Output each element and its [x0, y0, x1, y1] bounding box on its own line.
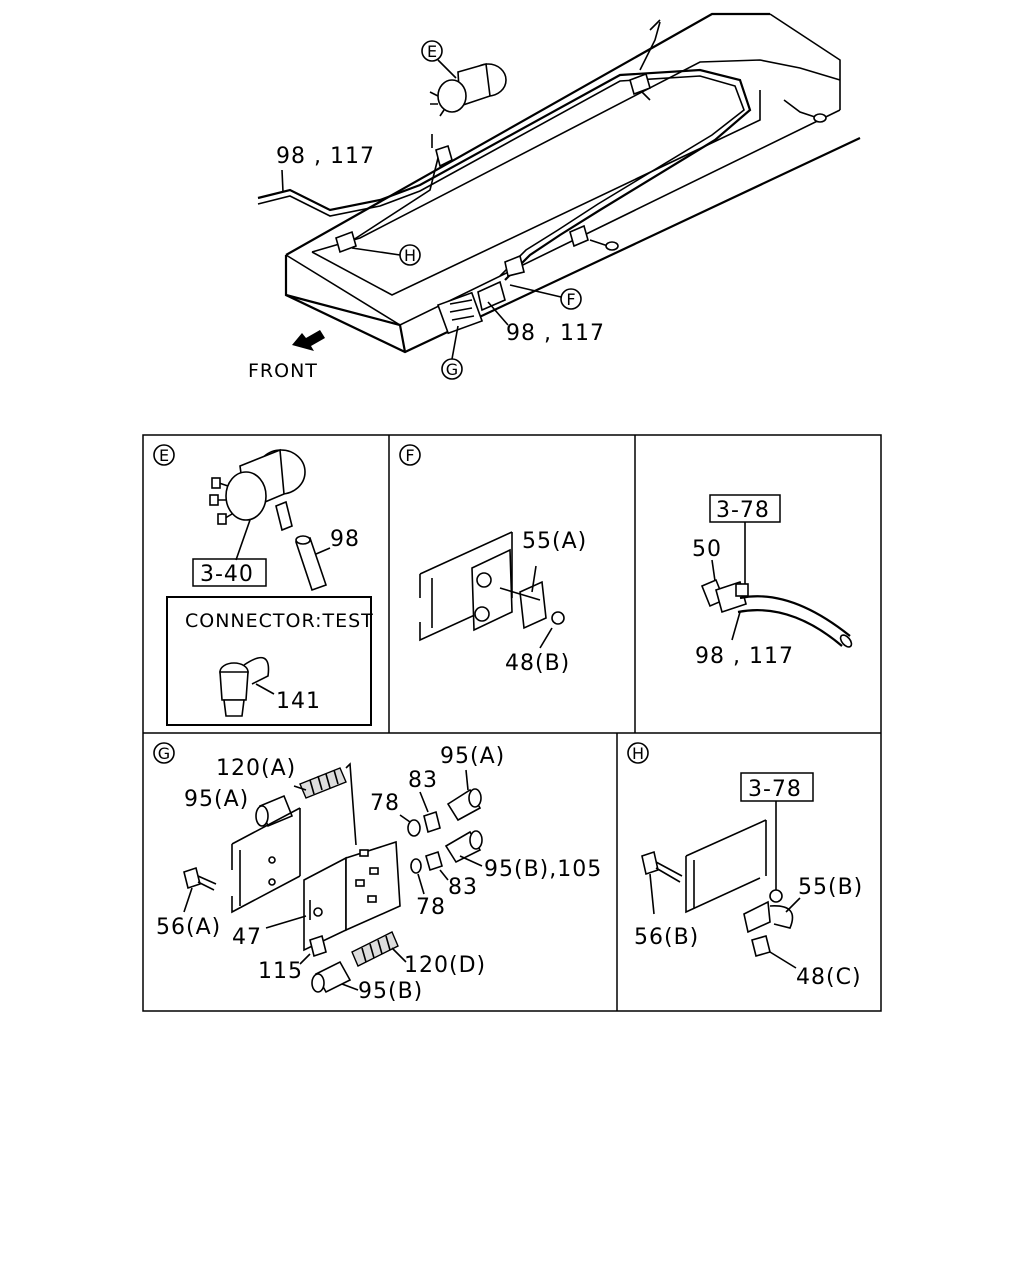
pressure-switch [429, 62, 507, 117]
panel-g: G 120(A) 95(A) 95(A) 78 83 95(B),105 [153, 742, 602, 1004]
frame-section-h [685, 819, 767, 914]
callout-e-letter: E [427, 42, 437, 61]
union-120d [351, 931, 399, 967]
fitting-95a-right [446, 788, 482, 822]
label-115: 115 [258, 959, 303, 984]
connector-test-inset: CONNECTOR:TEST 141 [166, 596, 374, 726]
union-120a [299, 762, 357, 846]
bolt-56b [641, 850, 683, 883]
label-56a: 56(A) [156, 915, 221, 940]
label-95a-right: 95(A) [440, 744, 505, 769]
bracket-55a [499, 565, 565, 630]
label-50: 50 [692, 537, 722, 562]
clamps [335, 19, 827, 277]
clip-55b [743, 889, 794, 934]
nut-83-bottom [425, 850, 443, 872]
callout-f: F [509, 284, 582, 310]
callout-h-letter: H [404, 246, 416, 265]
label-98: 98 [330, 527, 360, 552]
label-83-bottom: 83 [448, 875, 478, 900]
callout-f-letter: F [566, 290, 575, 309]
bolt-56a [183, 866, 217, 891]
nut-48c [751, 935, 771, 957]
label-55a: 55(A) [522, 529, 587, 554]
panel-f: F 55(A) 48(B) [399, 444, 587, 676]
hose-piece-98 [294, 537, 328, 592]
label-47: 47 [232, 925, 262, 950]
ref-box-3-40: 3-40 [200, 562, 254, 587]
washer-78-top [407, 819, 421, 837]
panel-r: 3-78 50 98 , 117 [692, 494, 853, 669]
panel-e: E 98 3-40 CONNECTOR:TEST 141 [153, 444, 374, 726]
panel-h-letter: H [632, 744, 644, 763]
label-front: FRONT [248, 360, 318, 382]
label-120d: 120(D) [404, 953, 486, 978]
pressure-switch-detail [209, 448, 306, 532]
fitting-95b [311, 960, 352, 994]
overview-illustration: E H F G 98 , 117 98 , 117 FRONT [248, 12, 861, 382]
connector-block [436, 280, 506, 335]
label-55b: 55(B) [798, 875, 863, 900]
callout-h: H [351, 244, 421, 266]
label-98-117-right: 98 , 117 [695, 644, 794, 669]
fitting-95b-105 [444, 830, 483, 864]
front-arrow [292, 330, 325, 351]
connector-test-title: CONNECTOR:TEST [185, 610, 374, 632]
label-83-top: 83 [408, 768, 438, 793]
washer-78-bottom [410, 858, 422, 874]
detail-grid [142, 434, 882, 1012]
callout-g: G [441, 325, 463, 380]
panel-g-letter: G [158, 744, 170, 763]
ref-box-3-78: 3-78 [716, 498, 770, 523]
label-95b-105: 95(B),105 [484, 857, 602, 882]
hose-assembly-right [700, 578, 853, 648]
bracket-47 [303, 840, 401, 952]
nut-83-top [423, 810, 441, 834]
nut-115 [309, 934, 327, 958]
label-78-bottom: 78 [416, 895, 446, 920]
label-48c: 48(C) [796, 965, 862, 990]
label-95b: 95(B) [358, 979, 423, 1004]
label-120a: 120(A) [216, 756, 296, 781]
frame-section-g [231, 807, 301, 914]
label-hose-bottom: 98 , 117 [506, 321, 605, 346]
ref-box-3-78-h: 3-78 [748, 777, 802, 802]
panel-f-letter: F [405, 446, 414, 465]
fitting-95a-left [255, 794, 294, 828]
panel-e-letter: E [159, 446, 169, 465]
callout-g-letter: G [446, 360, 458, 379]
label-48b: 48(B) [505, 651, 570, 676]
label-95a-left: 95(A) [184, 787, 249, 812]
callout-e: E [421, 40, 457, 79]
label-141: 141 [276, 689, 321, 714]
panel-h: H 3-78 56(B) 55(B) 48(C) [627, 742, 863, 990]
label-hose-top: 98 , 117 [276, 144, 375, 169]
frame-section-f [419, 531, 513, 642]
label-56b: 56(B) [634, 925, 699, 950]
label-78-top: 78 [370, 791, 400, 816]
